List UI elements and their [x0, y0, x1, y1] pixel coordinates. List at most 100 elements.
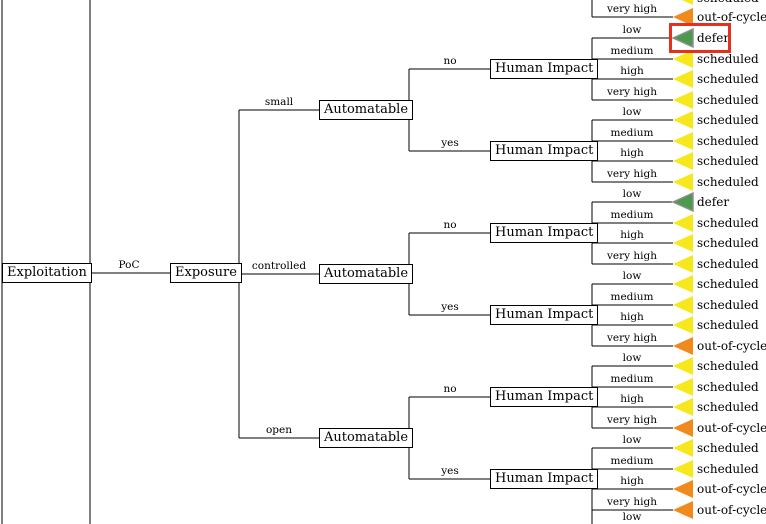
impact-edge-very-high: very high: [606, 3, 658, 15]
outcome-label: scheduled: [697, 298, 759, 312]
node-exposure: Exposure: [170, 263, 242, 283]
outcome-label: scheduled: [697, 380, 759, 394]
outcome-marker-scheduled: [681, 0, 693, 5]
impact-edge-medium: medium: [610, 209, 654, 221]
outcome-label: scheduled: [697, 175, 759, 189]
node-human-impact: Human Impact: [490, 469, 599, 489]
outcome-marker-scheduled: [673, 398, 693, 416]
impact-edge-high: high: [620, 475, 644, 487]
outcome-label: scheduled: [697, 441, 759, 455]
outcome-marker-defer: [671, 27, 694, 49]
outcome-marker-scheduled: [673, 173, 693, 191]
highlight-box: [669, 23, 731, 53]
impact-edge-medium: medium: [610, 455, 654, 467]
impact-edge-low: low: [622, 270, 642, 282]
edge-label-yes: yes: [441, 465, 459, 477]
impact-edge-medium: medium: [610, 45, 654, 57]
outcome-marker-scheduled: [673, 357, 693, 375]
outcome-label: scheduled: [697, 462, 759, 476]
impact-edge-very-high: very high: [606, 414, 658, 426]
impact-edge-very-high: very high: [606, 496, 658, 508]
outcome-label: out-of-cycle: [697, 10, 766, 24]
outcome-label: out-of-cycle: [697, 339, 766, 353]
outcome-label: scheduled: [697, 318, 759, 332]
node-automatable: Automatable: [319, 100, 414, 120]
outcome-marker-out-of-cycle: [673, 8, 693, 26]
node-human-impact: Human Impact: [490, 59, 599, 79]
edge-label-yes: yes: [441, 301, 459, 313]
outcome-marker-scheduled: [673, 378, 693, 396]
edge-label-no: no: [443, 219, 457, 231]
outcome-label: scheduled: [697, 93, 759, 107]
node-human-impact: Human Impact: [490, 305, 599, 325]
impact-edge-high: high: [620, 393, 644, 405]
impact-edge-very-high: very high: [606, 168, 658, 180]
outcome-label: scheduled: [697, 277, 759, 291]
impact-edge-medium: medium: [610, 127, 654, 139]
outcome-marker-scheduled: [673, 255, 693, 273]
outcome-label: scheduled: [697, 0, 759, 5]
node-automatable: Automatable: [319, 428, 414, 448]
root-node-exploitation: Exploitation: [2, 263, 92, 283]
outcome-marker-scheduled: [673, 214, 693, 232]
impact-edge-high: high: [620, 229, 644, 241]
outcome-marker-out-of-cycle: [673, 480, 693, 498]
impact-edge-low: low: [622, 188, 642, 200]
impact-edge-very-high: very high: [606, 86, 658, 98]
outcome-label: defer: [697, 31, 730, 45]
outcome-marker-defer: [671, 191, 694, 213]
impact-edge-very-high: very high: [606, 250, 658, 262]
edge-label-controlled: controlled: [251, 260, 307, 272]
outcome-label: scheduled: [697, 113, 759, 127]
outcome-label: defer: [697, 195, 730, 209]
outcome-marker-out-of-cycle: [673, 337, 693, 355]
outcome-label: scheduled: [697, 359, 759, 373]
node-human-impact: Human Impact: [490, 223, 599, 243]
impact-edge-very-high: very high: [606, 332, 658, 344]
outcome-marker-scheduled: [673, 316, 693, 334]
outcome-label: scheduled: [697, 72, 759, 86]
outcome-marker-scheduled: [673, 296, 693, 314]
outcome-label: scheduled: [697, 154, 759, 168]
outcome-marker-scheduled: [673, 234, 693, 252]
node-human-impact: Human Impact: [490, 387, 599, 407]
outcome-label: scheduled: [697, 216, 759, 230]
edge-label-no: no: [443, 383, 457, 395]
impact-edge-medium: medium: [610, 291, 654, 303]
outcome-label: scheduled: [697, 134, 759, 148]
impact-edge-medium: medium: [610, 373, 654, 385]
node-automatable: Automatable: [319, 264, 414, 284]
outcome-label: out-of-cycle: [697, 482, 766, 496]
outcome-marker-scheduled: [673, 460, 693, 478]
edge-label-small: small: [264, 96, 294, 108]
outcome-marker-scheduled: [673, 70, 693, 88]
node-human-impact: Human Impact: [490, 141, 599, 161]
impact-edge-low: low: [622, 106, 642, 118]
impact-edge-low: low: [622, 352, 642, 364]
outcome-marker-out-of-cycle: [673, 419, 693, 437]
outcome-marker-scheduled: [673, 111, 693, 129]
outcome-marker-scheduled: [673, 275, 693, 293]
outcome-label: out-of-cycle: [697, 503, 766, 517]
impact-edge-low: low: [622, 511, 642, 523]
outcome-marker-scheduled: [673, 50, 693, 68]
outcome-marker-scheduled: [673, 439, 693, 457]
outcome-marker-scheduled: [673, 132, 693, 150]
outcome-label: scheduled: [697, 400, 759, 414]
outcome-label: out-of-cycle: [697, 421, 766, 435]
outcome-marker-scheduled: [673, 91, 693, 109]
outcome-label: scheduled: [697, 52, 759, 66]
impact-edge-low: low: [622, 434, 642, 446]
outcome-label: scheduled: [697, 236, 759, 250]
outcome-label: scheduled: [697, 257, 759, 271]
edge-label-poc: PoC: [118, 259, 140, 271]
edge-label-yes: yes: [441, 137, 459, 149]
impact-edge-high: high: [620, 147, 644, 159]
outcome-marker-out-of-cycle: [673, 501, 693, 519]
edge-label-open: open: [265, 424, 293, 436]
impact-edge-low: low: [622, 24, 642, 36]
impact-edge-high: high: [620, 311, 644, 323]
outcome-marker-scheduled: [673, 152, 693, 170]
impact-edge-high: high: [620, 65, 644, 77]
edge-label-no: no: [443, 55, 457, 67]
